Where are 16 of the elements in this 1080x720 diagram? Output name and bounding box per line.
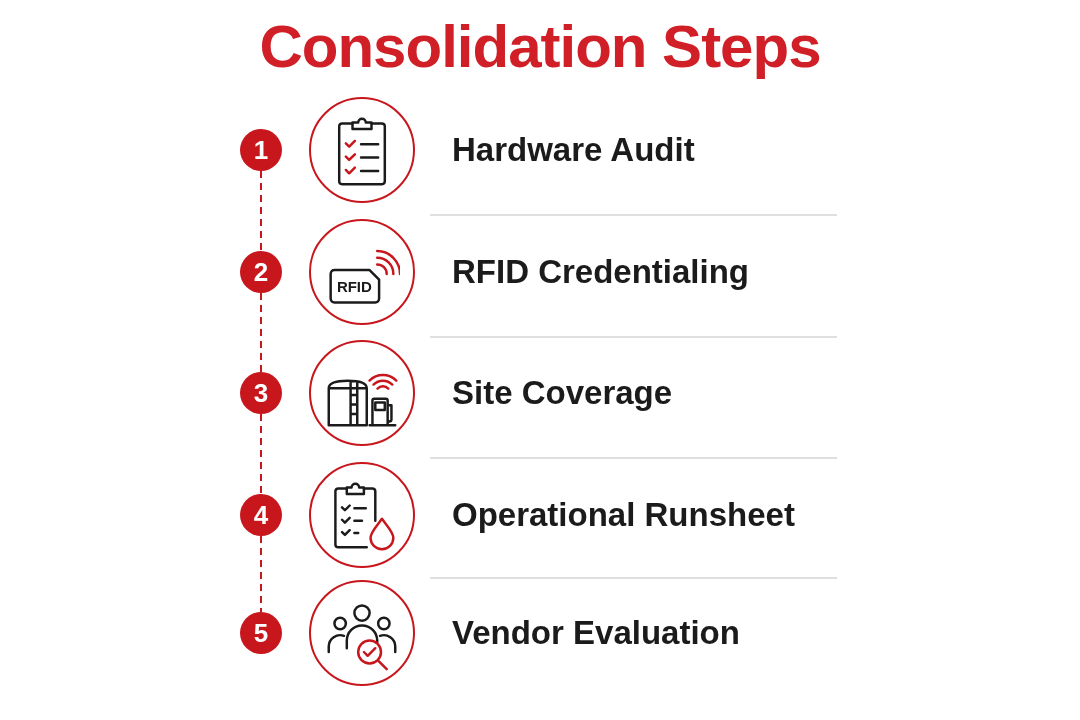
dashed-connector [260,413,262,495]
number-badge: 3 [240,372,282,414]
number-badge: 5 [240,612,282,654]
step-title: Operational Runsheet [452,496,795,534]
number-badge: 1 [240,129,282,171]
number-badge: 4 [240,494,282,536]
step-title: RFID Credentialing [452,253,750,291]
step-title: Site Coverage [452,374,673,412]
diagram-title: Consolidation Steps [259,14,821,80]
dashed-connector [260,535,262,613]
number-badge: 2 [240,251,282,293]
card-label: RFID [336,278,372,294]
dashed-connector [260,292,262,373]
step-title: Hardware Audit [452,131,695,169]
step-title: Vendor Evaluation [452,614,740,652]
dashed-connector [260,170,262,252]
